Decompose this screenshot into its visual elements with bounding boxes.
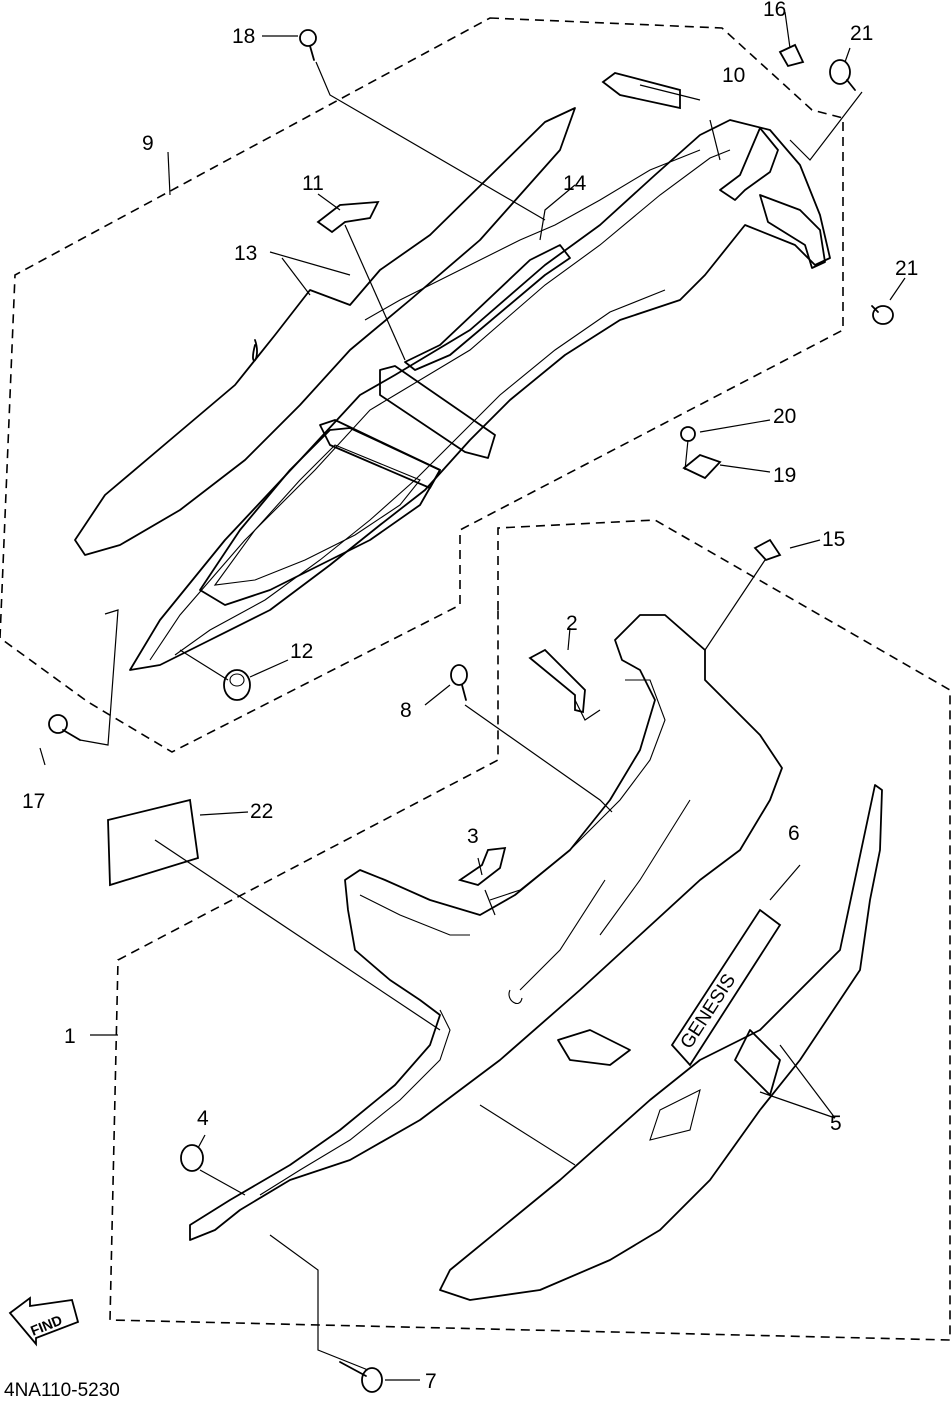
callout-7[interactable]: 7 (425, 1370, 437, 1393)
part-20-screw[interactable] (680, 426, 696, 442)
callout-4[interactable]: 4 (197, 1107, 209, 1130)
callout-13[interactable]: 13 (234, 242, 257, 265)
lower-group-boundary (109, 519, 951, 1341)
callout-10[interactable]: 10 (722, 64, 745, 87)
emblem-label: GENESIS (677, 970, 741, 1052)
part-11-plate[interactable] (316, 200, 380, 234)
rear-cowling-part[interactable] (74, 107, 831, 671)
part-21-grommet-right[interactable] (871, 305, 894, 325)
part-15-tag[interactable] (753, 538, 782, 562)
part-3-plate[interactable] (457, 846, 507, 886)
genesis-emblem[interactable]: GENESIS (670, 908, 782, 1067)
callout-21-top[interactable]: 21 (850, 22, 873, 45)
callout-14[interactable]: 14 (563, 172, 587, 195)
small-parts-lower (107, 648, 586, 1393)
part-12-damper[interactable] (223, 669, 251, 701)
callout-2[interactable]: 2 (566, 612, 578, 635)
find-arrow-icon (8, 1296, 80, 1347)
callout-16[interactable]: 16 (763, 0, 786, 21)
find-badge[interactable]: FIND (8, 1296, 80, 1347)
diagram-code: 4NA110-5230 (4, 1380, 120, 1401)
callout-8[interactable]: 8 (400, 699, 412, 722)
callout-1[interactable]: 1 (64, 1025, 76, 1048)
callout-9[interactable]: 9 (142, 132, 154, 155)
small-parts-upper (48, 29, 894, 741)
callout-21-right[interactable]: 21 (895, 257, 918, 280)
callout-18[interactable]: 18 (232, 25, 255, 48)
callout-22[interactable]: 22 (250, 800, 273, 823)
part-7-bolt[interactable] (339, 1361, 383, 1393)
side-cover-part[interactable] (189, 614, 783, 1241)
part-22-label[interactable] (107, 798, 199, 887)
callout-19[interactable]: 19 (773, 464, 796, 487)
callout-17[interactable]: 17 (22, 790, 45, 813)
callout-3[interactable]: 3 (467, 825, 479, 848)
leader-lines (39, 11, 906, 1381)
part-19-clip[interactable] (682, 453, 722, 480)
part-18-bolt[interactable] (299, 29, 317, 61)
part-4-grommet[interactable] (180, 1144, 204, 1172)
graphic-strip-part[interactable] (439, 784, 883, 1301)
callout-5[interactable]: 5 (830, 1112, 842, 1135)
callout-15[interactable]: 15 (822, 528, 845, 551)
part-17-bolt[interactable] (48, 714, 81, 741)
upper-group-boundary (0, 17, 844, 753)
part-2-tape[interactable] (528, 648, 586, 714)
callout-11[interactable]: 11 (302, 172, 324, 195)
part-21-grommet-top[interactable] (829, 59, 856, 91)
part-16-tag[interactable] (778, 43, 805, 68)
callout-12[interactable]: 12 (290, 640, 313, 663)
part-10-stripe[interactable] (601, 72, 681, 110)
callout-20[interactable]: 20 (773, 405, 796, 428)
callout-6[interactable]: 6 (788, 822, 800, 845)
part-8-bolt[interactable] (450, 664, 468, 701)
callout-labels: 18 16 21 10 9 11 14 13 21 20 19 15 2 12 … (22, 0, 918, 1393)
